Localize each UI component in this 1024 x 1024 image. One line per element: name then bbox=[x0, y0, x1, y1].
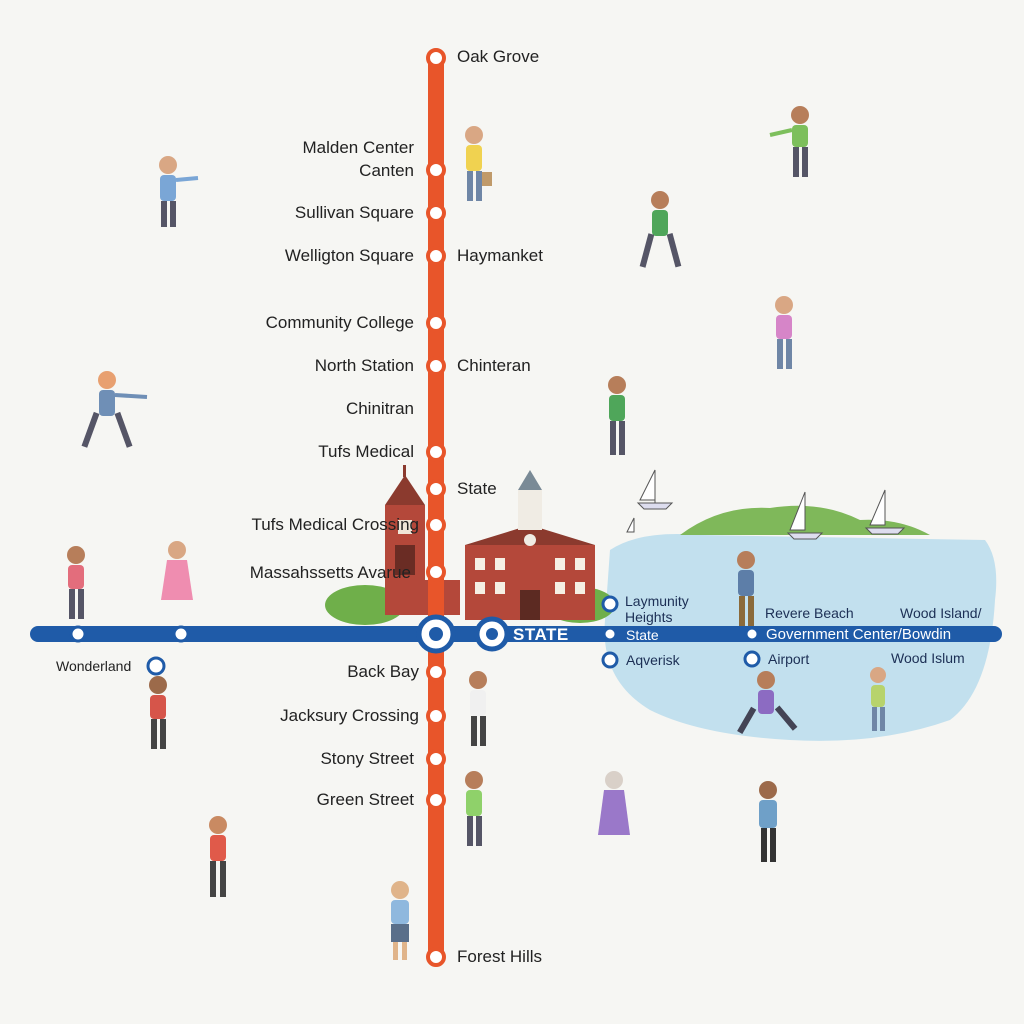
label-green-street: Green Street bbox=[316, 790, 414, 809]
label-oak-grove: Oak Grove bbox=[457, 47, 540, 66]
station-back-bay[interactable] bbox=[426, 662, 446, 682]
station-state-orange[interactable] bbox=[426, 479, 446, 499]
orange-stations bbox=[426, 48, 446, 967]
sailboat-icon bbox=[626, 469, 906, 540]
label-chinitran: Chinitran bbox=[345, 399, 414, 418]
label-wonderland: Wonderland bbox=[56, 658, 132, 674]
station-stony-street[interactable] bbox=[426, 749, 446, 769]
station-jacksury-crossing[interactable] bbox=[426, 706, 446, 726]
station-community-college[interactable] bbox=[426, 313, 446, 333]
station-state-blue[interactable] bbox=[602, 626, 618, 642]
label-airport: Airport bbox=[768, 651, 810, 667]
station-malden-center[interactable] bbox=[426, 160, 446, 180]
station-forest-hills[interactable] bbox=[426, 947, 446, 967]
station-community-heights[interactable] bbox=[601, 595, 619, 613]
label-tufs-medical-crossing: Tufs Medical Crossing bbox=[251, 515, 419, 534]
label-forest-hills: Forest Hills bbox=[457, 947, 543, 966]
label-north-station: North Station bbox=[314, 356, 414, 375]
label-sullivan-square: Sullivan Square bbox=[294, 203, 414, 222]
station-blue-2[interactable] bbox=[172, 625, 190, 643]
label-back-bay: Back Bay bbox=[347, 662, 419, 681]
label-community-heights: Laymunity Heights bbox=[625, 593, 689, 625]
label-wellington-square: Welligton Square bbox=[284, 246, 414, 265]
label-wood-islum: Wood Islum bbox=[891, 650, 965, 666]
label-state-blue: State bbox=[626, 627, 659, 643]
label-state-orange: State bbox=[457, 479, 497, 498]
station-airport[interactable] bbox=[743, 650, 761, 668]
station-wonderland[interactable] bbox=[146, 656, 166, 676]
label-stony-street: Stony Street bbox=[320, 749, 414, 768]
label-haymarket: Haymanket bbox=[457, 246, 543, 265]
label-revere-beach: Revere Beach bbox=[765, 605, 854, 621]
label-massachusetts-avenue: Massahssetts Avarue bbox=[249, 563, 411, 582]
brick-hall-icon bbox=[465, 470, 595, 620]
station-tufs-medical-crossing[interactable] bbox=[426, 515, 446, 535]
station-tufs-medical[interactable] bbox=[426, 442, 446, 462]
label-tufs-medical: Tufs Medical bbox=[318, 442, 414, 461]
station-oak-grove[interactable] bbox=[426, 48, 446, 68]
station-aqverisk[interactable] bbox=[601, 651, 619, 669]
station-government-center[interactable] bbox=[744, 626, 760, 642]
label-aqverisk: Aqverisk bbox=[626, 652, 680, 668]
label-community-college: Community College bbox=[265, 313, 414, 332]
station-north-station[interactable] bbox=[426, 356, 446, 376]
pedestrian-icon bbox=[67, 106, 886, 960]
label-malden-center: Malden Center bbox=[302, 138, 414, 157]
station-green-street[interactable] bbox=[426, 790, 446, 810]
label-jacksury-crossing: Jacksury Crossing bbox=[280, 706, 419, 725]
label-state-big: STATE bbox=[513, 625, 569, 644]
label-wood-island: Wood Island/ bbox=[900, 605, 982, 621]
blue-stations bbox=[69, 595, 761, 676]
station-blue-1[interactable] bbox=[69, 625, 87, 643]
station-massachusetts-avenue[interactable] bbox=[426, 562, 446, 582]
label-chinteran: Chinteran bbox=[457, 356, 531, 375]
blue-line-track bbox=[30, 626, 1002, 642]
station-wellington-square[interactable] bbox=[426, 246, 446, 266]
orange-line-track bbox=[428, 52, 444, 962]
station-sullivan-square[interactable] bbox=[426, 203, 446, 223]
label-government-center: Government Center/Bowdin bbox=[766, 626, 952, 643]
church-steeple-icon bbox=[385, 465, 460, 615]
label-canten: Canten bbox=[359, 161, 414, 180]
